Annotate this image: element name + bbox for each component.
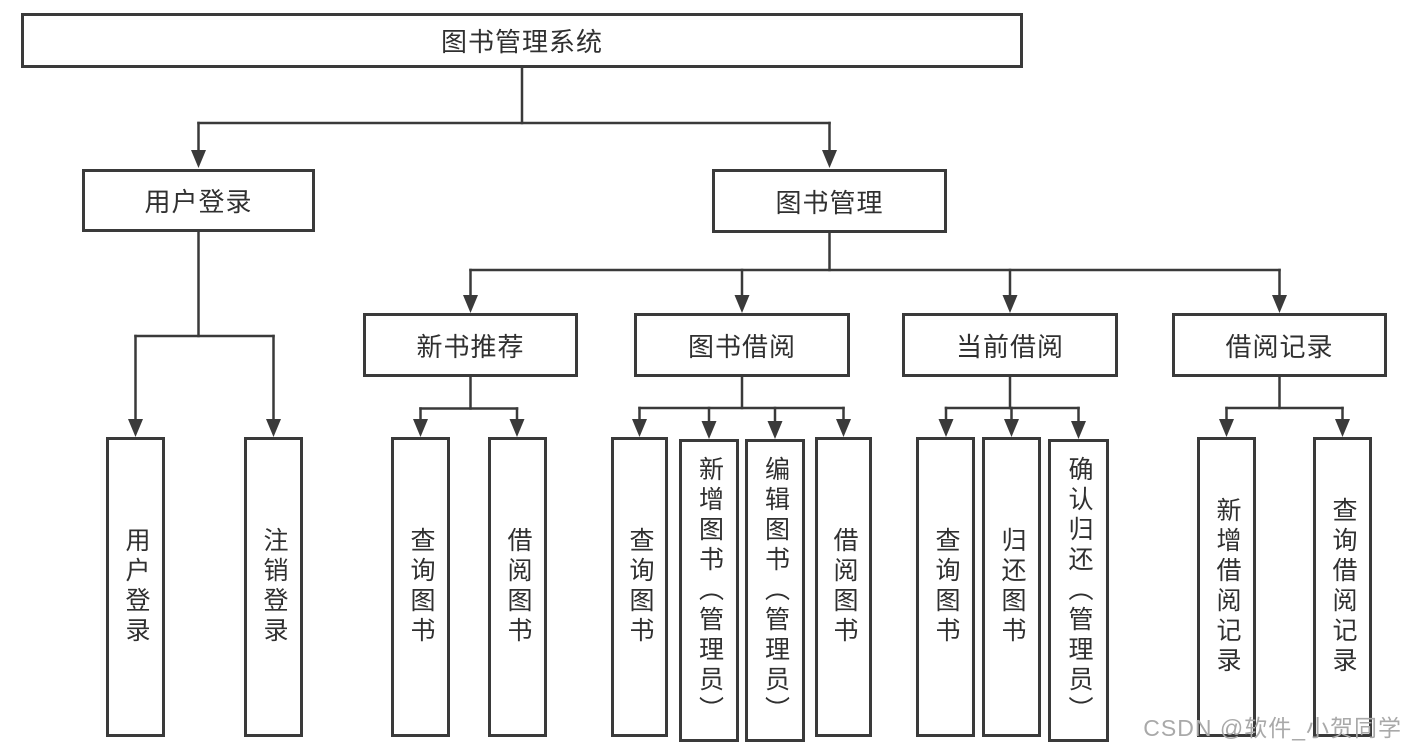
leaf-query-books-current-label: 查询图书: [932, 527, 960, 647]
node-current-borrow-label: 当前借阅: [955, 331, 1064, 362]
connector-book-management-to-level3: [463, 231, 1287, 313]
node-book-borrow: 图书借阅: [634, 313, 850, 377]
leaf-user-login-label: 用户登录: [122, 527, 150, 647]
leaf-borrow-books: 借阅图书: [815, 437, 872, 737]
leaf-edit-book-admin-label: 编辑图书（管理员）: [761, 455, 790, 726]
leaf-query-books-recommend: 查询图书: [391, 437, 450, 737]
node-current-borrow: 当前借阅: [902, 313, 1118, 377]
leaf-return-book-label: 归还图书: [998, 527, 1026, 647]
node-root-label: 图书管理系统: [440, 27, 603, 57]
node-book-borrow-label: 图书借阅: [687, 331, 796, 362]
leaf-confirm-return-admin-label: 确认归还（管理员）: [1065, 455, 1093, 726]
leaf-user-login: 用户登录: [106, 437, 165, 737]
leaf-add-book-admin: 新增图书（管理员）: [679, 439, 739, 742]
node-book-management-label: 图书管理: [775, 187, 884, 218]
leaf-query-borrow-record: 查询借阅记录: [1313, 437, 1372, 737]
leaf-borrow-books-recommend-label: 借阅图书: [504, 527, 532, 647]
leaf-query-books-borrow-label: 查询图书: [626, 527, 654, 647]
leaf-logout-label: 注销登录: [260, 527, 288, 647]
node-borrow-records-label: 借阅记录: [1225, 331, 1334, 362]
leaf-query-books-current: 查询图书: [916, 437, 975, 737]
connector-current-borrow-to-leaves: [938, 375, 1086, 439]
node-user-login: 用户登录: [82, 169, 315, 232]
leaf-query-books-borrow: 查询图书: [611, 437, 668, 737]
connector-book-borrow-to-leaves: [632, 375, 851, 439]
csdn-watermark: CSDN @软件_小贺同学: [1143, 715, 1402, 741]
leaf-borrow-books-label: 借阅图书: [830, 527, 858, 647]
connector-borrow-records-to-leaves: [1219, 375, 1350, 437]
leaf-query-borrow-record-label: 查询借阅记录: [1329, 497, 1357, 677]
node-new-book-recommend-label: 新书推荐: [416, 331, 525, 362]
connector-root-to-level2: [191, 64, 837, 168]
leaf-return-book: 归还图书: [982, 437, 1041, 737]
connector-user-login-to-leaves: [128, 230, 281, 437]
leaf-add-borrow-record: 新增借阅记录: [1197, 437, 1256, 737]
leaf-add-borrow-record-label: 新增借阅记录: [1213, 497, 1241, 677]
node-new-book-recommend: 新书推荐: [363, 313, 578, 377]
node-book-management: 图书管理: [712, 169, 947, 233]
leaf-query-books-recommend-label: 查询图书: [407, 527, 435, 647]
leaf-edit-book-admin: 编辑图书（管理员）: [745, 439, 805, 742]
leaf-logout: 注销登录: [244, 437, 303, 737]
node-borrow-records: 借阅记录: [1172, 313, 1387, 377]
leaf-borrow-books-recommend: 借阅图书: [488, 437, 547, 737]
leaf-confirm-return-admin: 确认归还（管理员）: [1048, 439, 1109, 742]
node-user-login-label: 用户登录: [144, 187, 253, 217]
node-root: 图书管理系统: [21, 13, 1023, 68]
connector-new-book-recommend-to-leaves: [413, 375, 525, 437]
leaf-add-book-admin-label: 新增图书（管理员）: [695, 455, 724, 726]
